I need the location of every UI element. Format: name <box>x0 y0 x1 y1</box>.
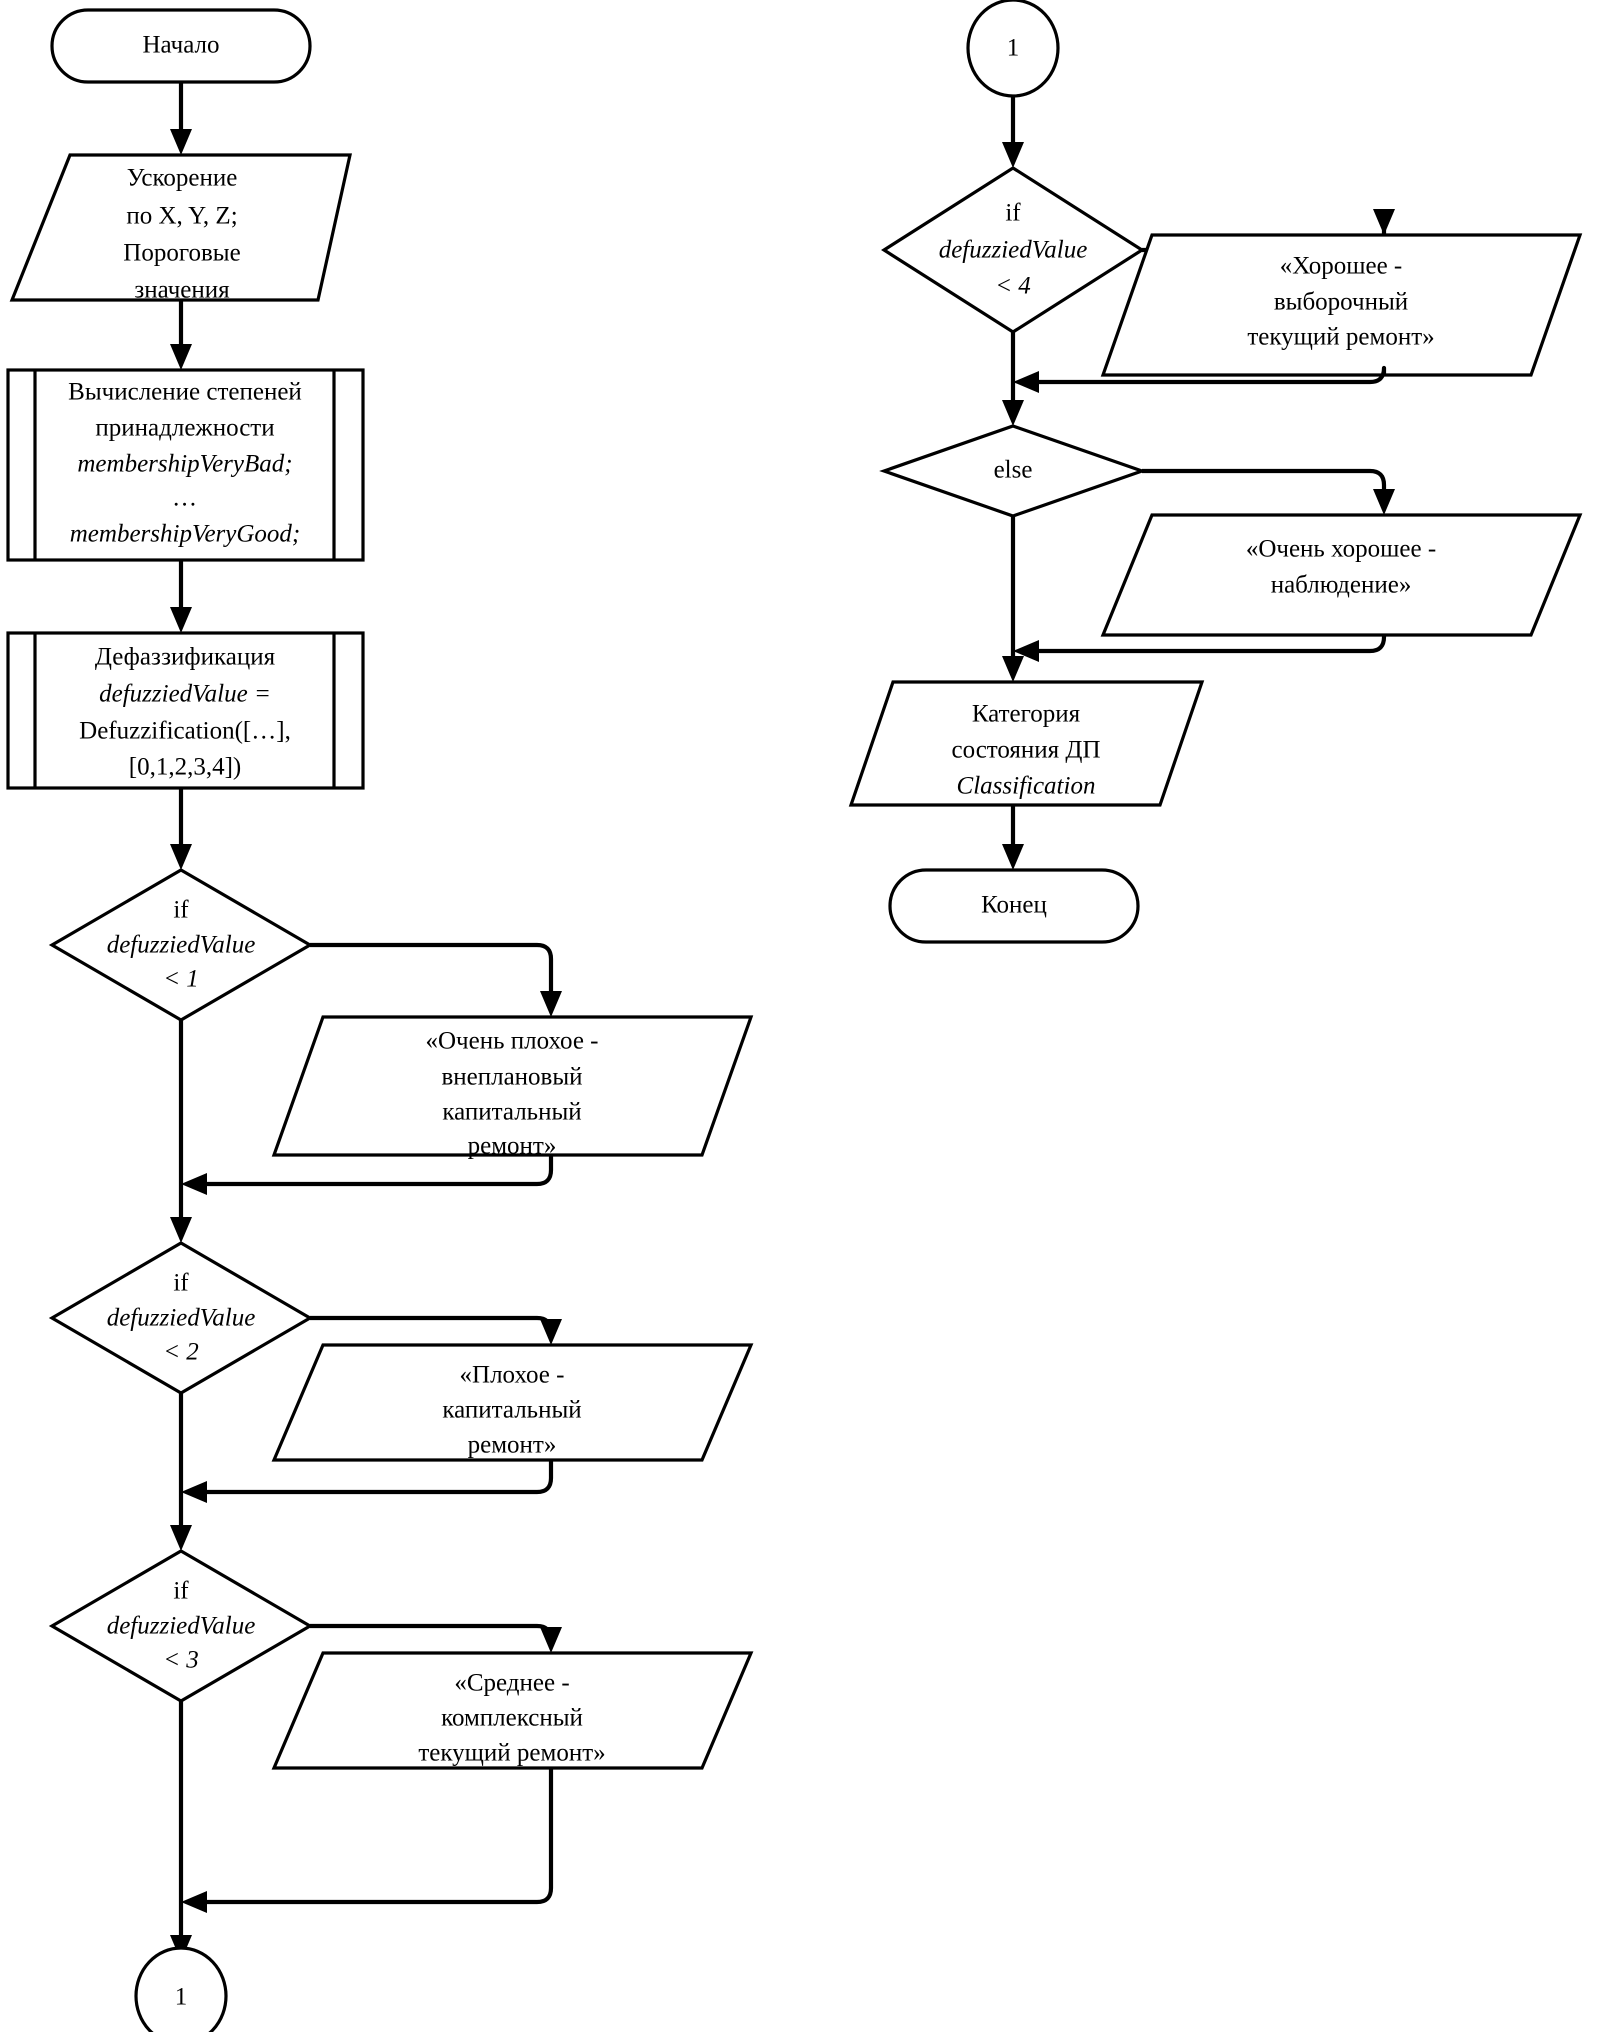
out2-line-3: ремонт» <box>468 1432 557 1459</box>
edge-defuzzification-to-if1 <box>170 788 192 870</box>
out4-line-3: текущий ремонт» <box>1247 324 1434 351</box>
membership-line-5: membershipVeryGood; <box>70 521 301 548</box>
result-shape <box>848 680 1205 807</box>
edge-if3-false-to-connector <box>170 1701 192 1961</box>
if1-line-1: if <box>173 897 189 924</box>
node-input-data: Ускорение по X, Y, Z; Пороговые значения <box>9 153 352 304</box>
else-label: else <box>994 457 1033 484</box>
node-else: else <box>879 424 1147 518</box>
defuzzification-shape <box>6 631 365 790</box>
membership-line-2: принадлежности <box>95 415 274 442</box>
if3-line-1: if <box>173 1578 189 1605</box>
node-end: Конец <box>888 868 1140 944</box>
out4-shape <box>1100 233 1583 377</box>
node-connector-bottom: 1 <box>134 1946 228 2032</box>
input-data-line-3: Пороговые <box>123 240 240 267</box>
node-if2: if defuzziedValue < 2 <box>48 1241 314 1395</box>
end-shape <box>888 868 1140 944</box>
end-label: Конец <box>981 892 1047 919</box>
defuzzification-line-4: [0,1,2,3,4]) <box>129 754 241 781</box>
out1-line-3: капитальный <box>442 1099 581 1126</box>
edge-if2-true-to-out2 <box>310 1315 562 1345</box>
edge-membership-to-defuzzification <box>170 560 192 633</box>
input-data-line-1: Ускорение <box>127 165 238 192</box>
node-start: Начало <box>50 8 312 84</box>
out4-line-1: «Хорошее - <box>1280 253 1403 280</box>
edge-out5-merge <box>1013 634 1387 662</box>
out1-line-4: ремонт» <box>468 1133 557 1160</box>
out3-line-3: текущий ремонт» <box>418 1740 605 1767</box>
result-line-3: Classification <box>957 773 1096 800</box>
membership-line-1: Вычисление степеней <box>68 379 302 406</box>
connector-bottom-label: 1 <box>175 1984 188 2011</box>
connector-bottom-shape <box>134 1946 228 2032</box>
defuzzification-line-1: Дефаззификация <box>95 644 276 671</box>
if2-line-2: defuzziedValue <box>107 1305 256 1332</box>
edge-if4-false-to-else <box>1002 332 1024 426</box>
if4-line-1: if <box>1005 200 1021 227</box>
connector-top-label: 1 <box>1007 35 1020 62</box>
out1-line-1: «Очень плохое - <box>425 1028 598 1055</box>
node-if1: if defuzziedValue < 1 <box>48 868 314 1022</box>
edge-if1-false-to-if2 <box>170 1020 192 1243</box>
out1-shape <box>271 1015 754 1157</box>
if2-line-3: < 2 <box>163 1339 199 1366</box>
out4-line-2: выборочный <box>1274 289 1408 316</box>
result-line-2: состояния ДП <box>951 737 1100 764</box>
if2-line-1: if <box>173 1270 189 1297</box>
edge-else-to-result <box>1002 516 1024 682</box>
if3-line-2: defuzziedValue <box>107 1613 256 1640</box>
node-defuzzification: Дефаззификация defuzziedValue = Defuzzif… <box>6 631 365 790</box>
out5-line-2: наблюдение» <box>1271 572 1412 599</box>
result-line-1: Категория <box>972 701 1081 728</box>
edge-start-to-input <box>170 82 192 155</box>
edge-if3-true-to-out3 <box>310 1623 562 1653</box>
edge-out2-merge <box>181 1460 554 1503</box>
out2-line-2: капитальный <box>442 1397 581 1424</box>
input-data-line-2: по X, Y, Z; <box>126 203 237 230</box>
if4-line-3: < 4 <box>995 273 1031 300</box>
out3-line-2: комплексный <box>441 1705 583 1732</box>
out1-line-2: внеплановый <box>441 1064 582 1091</box>
start-label: Начало <box>142 32 219 59</box>
membership-line-3: membershipVeryBad; <box>77 451 292 478</box>
membership-line-4: … <box>174 485 196 512</box>
node-out2: «Плохое - капитальный ремонт» <box>271 1343 754 1462</box>
if1-line-3: < 1 <box>163 966 199 993</box>
out5-line-1: «Очень хорошее - <box>1246 536 1436 563</box>
edge-connector-to-if4 <box>1002 96 1024 168</box>
edge-if1-true-to-out1 <box>310 942 562 1017</box>
out3-shape <box>271 1651 754 1770</box>
edge-if2-false-to-if3 <box>170 1393 192 1551</box>
out2-shape <box>271 1343 754 1462</box>
edge-result-to-end <box>1002 805 1024 870</box>
input-data-shape <box>9 153 352 302</box>
edge-input-to-membership <box>170 300 192 370</box>
node-out5: «Очень хорошее - наблюдение» <box>1100 513 1583 637</box>
edge-out3-merge <box>181 1768 554 1913</box>
node-if3: if defuzziedValue < 3 <box>48 1549 314 1703</box>
node-result: Категория состояния ДП Classification <box>848 680 1205 807</box>
node-out4: «Хорошее - выборочный текущий ремонт» <box>1100 233 1583 377</box>
node-out1: «Очень плохое - внеплановый капитальный … <box>271 1015 754 1160</box>
defuzzification-line-2: defuzziedValue = <box>99 681 271 708</box>
if1-line-2: defuzziedValue <box>107 932 256 959</box>
node-membership: Вычисление степеней принадлежности membe… <box>6 368 365 562</box>
node-connector-top: 1 <box>966 0 1060 98</box>
node-out3: «Среднее - комплексный текущий ремонт» <box>271 1651 754 1770</box>
input-data-line-4: значения <box>134 277 230 304</box>
edge-out1-merge <box>181 1155 554 1195</box>
out5-shape <box>1100 513 1583 637</box>
if4-line-2: defuzziedValue <box>939 237 1088 264</box>
if3-line-3: < 3 <box>163 1647 199 1674</box>
membership-shape <box>6 368 365 562</box>
out2-line-1: «Плохое - <box>460 1362 565 1389</box>
edge-out4-merge <box>1013 365 1387 393</box>
out3-line-1: «Среднее - <box>454 1670 569 1697</box>
node-if4: if defuzziedValue < 4 <box>881 166 1145 334</box>
edge-else-to-out5 <box>1142 468 1395 515</box>
defuzzification-line-3: Defuzzification([…], <box>79 718 291 745</box>
